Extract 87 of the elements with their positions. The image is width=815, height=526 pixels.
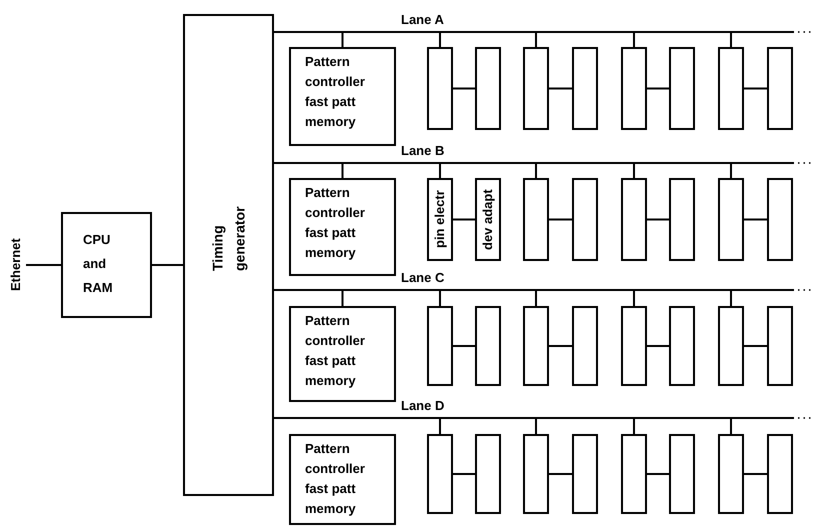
adapter-box	[669, 434, 695, 514]
adapter-box	[475, 434, 501, 514]
adapter-box	[669, 178, 695, 261]
adapter-box	[767, 434, 793, 514]
connector-line	[439, 291, 441, 306]
adapter-box	[475, 306, 501, 386]
connector-line	[453, 88, 475, 90]
connector-line	[535, 419, 537, 434]
adapter-box	[669, 47, 695, 130]
connector-line	[26, 264, 61, 266]
pin-electronics-box	[621, 178, 647, 261]
block-title: Timing generator	[208, 205, 248, 271]
connector-line	[647, 218, 669, 220]
adapter-box	[767, 178, 793, 261]
connector-line	[744, 88, 767, 90]
adapter-box	[767, 306, 793, 386]
pin-electronics-box	[427, 306, 453, 386]
connector-line	[730, 419, 732, 434]
pin-electronics-box	[427, 47, 453, 130]
controller-box: Pattern controller fast patt memory	[289, 306, 396, 402]
connector-line	[342, 33, 344, 47]
processor-box: CPU and RAM	[61, 212, 152, 318]
block-label: dev adapt	[479, 188, 496, 252]
pin-electronics-box	[427, 434, 453, 514]
pin-electronics-box	[523, 306, 549, 386]
connector-line	[647, 345, 669, 347]
adapter-box	[572, 306, 598, 386]
connector-line	[274, 289, 284, 291]
connector-line	[342, 291, 344, 306]
connector-line	[535, 33, 537, 47]
connector-line	[342, 164, 344, 178]
lane-label: Lane D	[401, 398, 444, 414]
adapter-box	[572, 47, 598, 130]
connector-line	[274, 417, 284, 419]
network-label: Ethernet	[6, 228, 26, 302]
connector-line	[730, 33, 732, 47]
pin-electronics-box	[621, 47, 647, 130]
connector-line	[744, 218, 767, 220]
adapter-box	[572, 434, 598, 514]
controller-box: Pattern controller fast patt memory	[289, 434, 396, 525]
connector-line	[730, 291, 732, 306]
lane-label: Lane B	[401, 143, 444, 159]
controller-box: Pattern controller fast patt memory	[289, 47, 396, 146]
connector-line	[744, 473, 767, 475]
pin-electronics-box	[427, 178, 453, 261]
connector-line	[549, 345, 572, 347]
connector-line	[549, 88, 572, 90]
connector-line	[274, 31, 284, 33]
connector-line	[633, 33, 635, 47]
connector-line	[647, 88, 669, 90]
connector-line	[744, 345, 767, 347]
pin-electronics-box	[523, 47, 549, 130]
pin-electronics-box	[718, 306, 744, 386]
timing-generator-box	[183, 14, 274, 496]
pin-electronics-box	[523, 434, 549, 514]
connector-line	[633, 291, 635, 306]
connector-line	[549, 473, 572, 475]
connector-line	[453, 345, 475, 347]
lane-label: Lane C	[401, 270, 444, 286]
pin-electronics-box	[718, 47, 744, 130]
block-label: pin electr	[431, 189, 448, 250]
connector-line	[633, 164, 635, 178]
connector-line	[439, 419, 441, 434]
adapter-box	[572, 178, 598, 261]
adapter-box	[475, 178, 501, 261]
connector-line	[633, 419, 635, 434]
pin-electronics-box	[621, 306, 647, 386]
connector-line	[152, 264, 183, 266]
controller-box: Pattern controller fast patt memory	[289, 178, 396, 276]
connector-line	[274, 162, 284, 164]
adapter-box	[669, 306, 695, 386]
lane-label: Lane A	[401, 12, 444, 28]
adapter-box	[767, 47, 793, 130]
connector-line	[535, 291, 537, 306]
pin-electronics-box	[621, 434, 647, 514]
connector-line	[453, 218, 475, 220]
adapter-box	[475, 47, 501, 130]
connector-line	[730, 164, 732, 178]
connector-line	[439, 164, 441, 178]
connector-line	[549, 218, 572, 220]
connector-line	[647, 473, 669, 475]
connector-line	[453, 473, 475, 475]
connector-line	[439, 33, 441, 47]
connector-line	[535, 164, 537, 178]
pin-electronics-box	[718, 434, 744, 514]
pin-electronics-box	[523, 178, 549, 261]
pin-electronics-box	[718, 178, 744, 261]
